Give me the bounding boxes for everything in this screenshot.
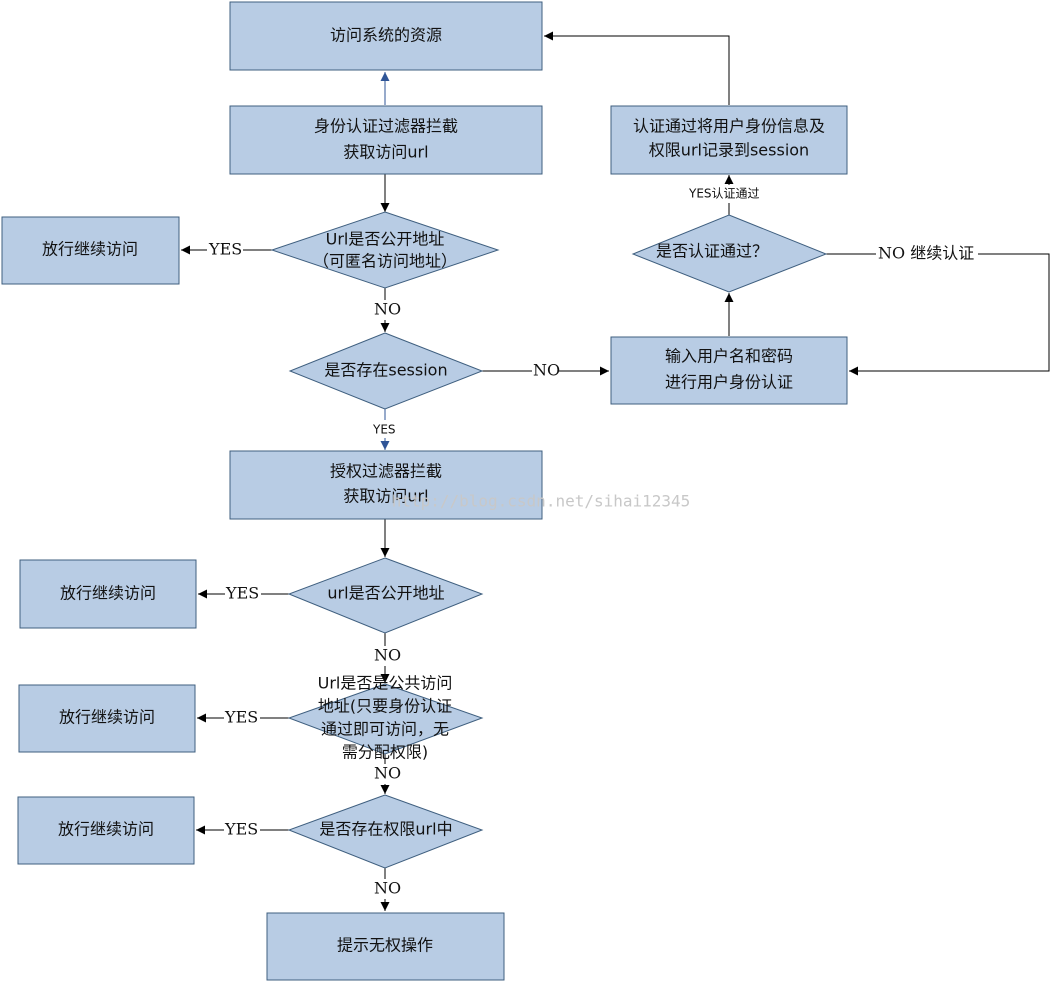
decision-is-common-line3: 通过即可访问，无 (321, 720, 449, 739)
label-common-yes: YES (224, 708, 258, 727)
node-allow-1-label: 放行继续访问 (42, 240, 138, 259)
node-authz-filter-line1: 授权过滤器拦截 (330, 462, 442, 481)
node-access-resource-label: 访问系统的资源 (330, 26, 442, 45)
decision-is-common: Url是否是公共访问 地址(只要身份认证 通过即可访问，无 需分配权限) (287, 674, 484, 762)
decision-auth-passed: 是否认证通过？ (631, 214, 828, 293)
decision-session-exists-label: 是否存在session (324, 361, 447, 380)
node-record-session: 认证通过将用户身份信息及 权限url记录到session (610, 105, 848, 175)
node-login-input: 输入用户名和密码 进行用户身份认证 (610, 336, 848, 405)
node-allow-3: 放行继续访问 (18, 684, 196, 753)
decision-has-permission: 是否存在权限url中 (287, 794, 484, 869)
label-permission-no: NO (374, 879, 401, 898)
node-access-resource: 访问系统的资源 (229, 1, 543, 71)
label-public-yes: YES (225, 584, 259, 603)
nodes: 访问系统的资源 身份认证过滤器拦截 获取访问url Url是否公开地址 （可匿名… (1, 1, 848, 981)
label-auth-passed-yes: YES认证通过 (688, 187, 760, 201)
label-public-anon-no: NO (374, 300, 401, 319)
label-auth-passed-no: NO 继续认证 (878, 244, 974, 263)
decision-has-permission-label: 是否存在权限url中 (319, 820, 452, 839)
node-no-permission: 提示无权操作 (266, 912, 505, 981)
label-public-anon-yes: YES (208, 240, 242, 259)
node-login-input-line1: 输入用户名和密码 (665, 347, 793, 366)
decision-is-public: url是否公开地址 (287, 557, 484, 634)
node-allow-2: 放行继续访问 (19, 559, 197, 629)
node-authz-filter-line2: 获取访问url (343, 487, 428, 506)
node-record-session-line2: 权限url记录到session (649, 141, 809, 160)
label-common-no: NO (374, 764, 401, 783)
watermark-text: http://blog.csdn.net/sihai12345 (392, 492, 691, 511)
edge-auth-passed-no (826, 253, 1050, 376)
decision-is-public-anon-line1: Url是否公开地址 (326, 230, 445, 249)
decision-is-public-anon-line2: （可匿名访问地址） (313, 252, 457, 271)
node-allow-4: 放行继续访问 (17, 796, 195, 865)
decision-is-common-line1: Url是否是公共访问 (318, 674, 453, 693)
node-allow-2-label: 放行继续访问 (60, 584, 156, 603)
node-record-session-line1: 认证通过将用户身份信息及 (633, 117, 825, 136)
decision-is-public-anon: Url是否公开地址 （可匿名访问地址） (270, 211, 500, 289)
label-permission-yes: YES (224, 820, 258, 839)
node-auth-filter: 身份认证过滤器拦截 获取访问url (229, 105, 543, 175)
label-public-no: NO (374, 646, 401, 665)
node-no-permission-label: 提示无权操作 (337, 936, 433, 955)
decision-is-common-line2: 地址(只要身份认证 (318, 697, 452, 716)
label-session-no: NO (533, 361, 560, 380)
decision-auth-passed-label: 是否认证通过？ (656, 242, 768, 261)
label-session-yes: YES (372, 423, 396, 437)
node-login-input-line2: 进行用户身份认证 (665, 373, 793, 392)
decision-is-common-line4: 需分配权限) (342, 743, 428, 762)
decision-is-public-label: url是否公开地址 (327, 584, 444, 603)
edge-labels: YES NO NO YES YES认证通过 NO 继续认证 YES NO YES… (207, 185, 978, 899)
node-authz-filter: 授权过滤器拦截 获取访问url (229, 450, 543, 520)
node-allow-3-label: 放行继续访问 (59, 708, 155, 727)
edge-record-to-resource (544, 31, 730, 105)
node-allow-1: 放行继续访问 (1, 216, 180, 285)
node-auth-filter-line2: 获取访问url (343, 143, 428, 162)
node-auth-filter-line1: 身份认证过滤器拦截 (314, 117, 458, 136)
decision-session-exists: 是否存在session (288, 332, 484, 410)
node-allow-4-label: 放行继续访问 (58, 820, 154, 839)
